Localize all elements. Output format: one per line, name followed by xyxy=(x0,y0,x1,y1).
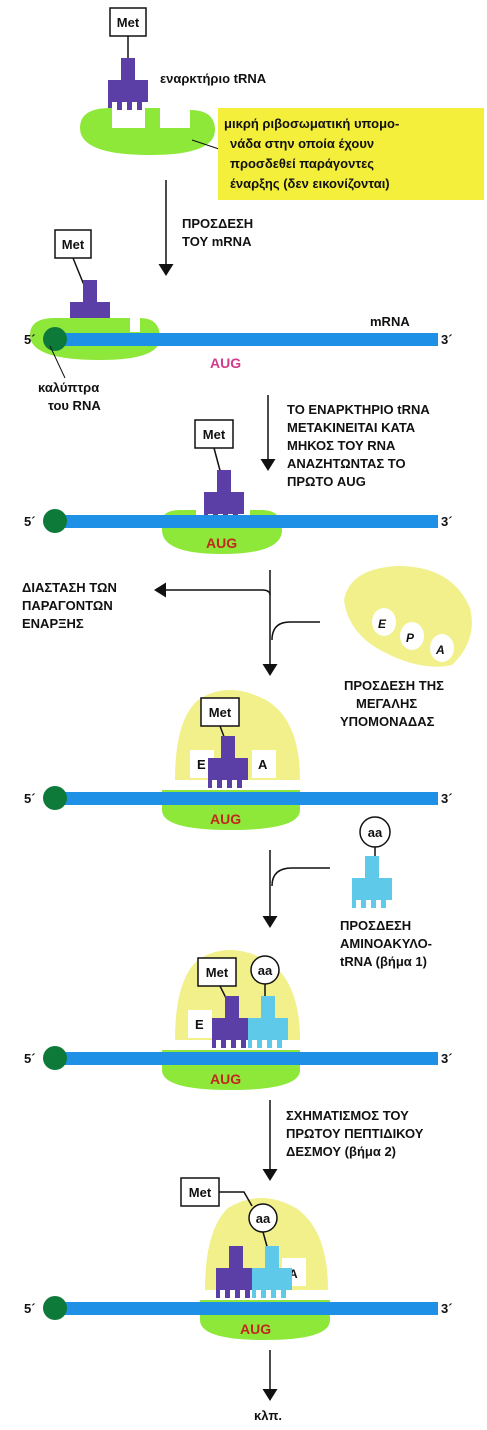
met-box xyxy=(54,229,92,259)
etc-label: κλπ. xyxy=(254,1408,282,1423)
rna-cap xyxy=(43,1296,67,1320)
step2-line-5: ΠΡΩΤΟ AUG xyxy=(287,474,366,489)
peptide-line-3: ΔΕΣΜΟΥ (βήμα 2) xyxy=(286,1144,396,1159)
three-prime-label: 3´ xyxy=(441,332,453,347)
note-line-4: έναρξης (δεν εικονίζονται) xyxy=(230,176,390,191)
aatrna-line-2: ΑΜΙΝΟΑΚΥΛΟ- xyxy=(340,936,432,951)
step2-line-3: ΜΗΚΟΣ ΤΟΥ RNA xyxy=(287,438,396,453)
note-line-2: νάδα στην οποία έχουν xyxy=(230,136,374,151)
aug-codon: AUG xyxy=(240,1321,271,1337)
met-label: Met xyxy=(117,15,140,30)
aa-label: aa xyxy=(258,963,273,978)
met-box xyxy=(180,1177,220,1207)
note-line-1: μικρή ριβοσωματική υπομο- xyxy=(224,116,399,131)
site-a-label: A xyxy=(258,757,268,772)
site-e-label: E xyxy=(378,617,387,631)
small-subunit xyxy=(80,108,215,155)
cap-line-1: καλύπτρα xyxy=(38,380,99,395)
initiator-trna xyxy=(204,470,244,522)
dissoc-line-1: ΔΙΑΣΤΑΣΗ ΤΩΝ xyxy=(22,580,117,595)
mrna-label: mRNA xyxy=(370,314,410,329)
aug-codon: AUG xyxy=(210,355,241,371)
dissoc-line-3: ΕΝΑΡΞΗΣ xyxy=(22,616,84,631)
aa-label: aa xyxy=(368,825,383,840)
step2-line-4: ΑΝΑΖΗΤΩΝΤΑΣ ΤΟ xyxy=(287,456,406,471)
stage-aminoacyl-trna-bound: E Met aa 5´ 3´ AUG xyxy=(24,950,453,1090)
site-a-label: A xyxy=(435,643,445,657)
aug-codon: AUG xyxy=(210,811,241,827)
site-e-label: E xyxy=(197,757,206,772)
aminoacyl-trna xyxy=(352,856,392,908)
stage-peptide-bond: A Met aa 5´ 3´ AUG xyxy=(24,1177,453,1340)
note-line-3: προσδεθεί παράγοντες xyxy=(230,156,374,171)
met-label: Met xyxy=(203,427,226,442)
aminoacyl-trna-join-arrow xyxy=(271,867,330,887)
five-prime-label: 5´ xyxy=(24,1051,36,1066)
site-p-label: P xyxy=(406,631,415,645)
large-line-3: ΥΠΟΜΟΝΑΔΑΣ xyxy=(340,714,435,729)
initiator-trna xyxy=(108,58,148,110)
five-prime-label: 5´ xyxy=(24,332,36,347)
three-prime-label: 3´ xyxy=(441,1301,453,1316)
three-prime-label: 3´ xyxy=(441,1051,453,1066)
dissociation-arrow xyxy=(154,582,271,598)
step2-line-1: ΤΟ ΕΝΑΡΚΤΗΡΙΟ tRNA xyxy=(287,402,430,417)
large-line-2: ΜΕΓΑΛΗΣ xyxy=(356,696,417,711)
mrna xyxy=(55,333,438,346)
aatrna-line-1: ΠΡΟΣΔΕΣΗ xyxy=(340,918,411,933)
peptide-line-1: ΣΧΗΜΑΤΙΣΜΟΣ ΤΟΥ xyxy=(286,1108,409,1123)
five-prime-label: 5´ xyxy=(24,791,36,806)
free-aminoacyl-trna: aa xyxy=(352,816,392,908)
large-subunit-join-arrow xyxy=(271,621,320,641)
dissoc-line-2: ΠΑΡΑΓΟΝΤΩΝ xyxy=(22,598,113,613)
met-box xyxy=(194,419,234,449)
met-label: Met xyxy=(189,1185,212,1200)
aug-codon: AUG xyxy=(210,1071,241,1087)
stage-mrna-binding: Met 5´ 3´ mRNA AUG καλύπτρα του RNA xyxy=(24,229,453,413)
mrna xyxy=(55,1302,438,1315)
rna-cap xyxy=(43,327,67,351)
note-box xyxy=(218,108,484,200)
large-line-1: ΠΡΟΣΔΕΣΗ ΤΗΣ xyxy=(344,678,444,693)
met-box xyxy=(197,957,237,987)
rna-cap xyxy=(43,1046,67,1070)
met-label: Met xyxy=(206,965,229,980)
mrna xyxy=(55,1052,438,1065)
peptide-line-2: ΠΡΩΤΟΥ ΠΕΠΤΙΔΙΚΟΥ xyxy=(286,1126,424,1141)
five-prime-label: 5´ xyxy=(24,1301,36,1316)
mrna xyxy=(55,515,438,528)
free-large-subunit: E P A xyxy=(344,566,472,667)
met-label: Met xyxy=(62,237,85,252)
mrna xyxy=(55,792,438,805)
step1-line-1: ΠΡΟΣΔΕΣΗ xyxy=(182,216,253,231)
stage-large-subunit-bound: E A Met 5´ 3´ AUG xyxy=(24,690,453,830)
cap-line-2: του RNA xyxy=(48,398,101,413)
five-prime-label: 5´ xyxy=(24,514,36,529)
step2-line-2: ΜΕΤΑΚΙΝΕΙΤΑΙ ΚΑΤΑ xyxy=(287,420,416,435)
three-prime-label: 3´ xyxy=(441,791,453,806)
rna-cap xyxy=(43,786,67,810)
stage-scanning: Met 5´ 3´ AUG xyxy=(24,419,453,554)
met-label: Met xyxy=(209,705,232,720)
initiator-trna-label: εναρκτήριο tRNA xyxy=(160,71,267,86)
step1-line-2: ΤΟΥ mRNA xyxy=(182,234,252,249)
site-a-label: A xyxy=(289,1267,298,1281)
site-e-label: E xyxy=(195,1017,204,1032)
aug-codon: AUG xyxy=(206,535,237,551)
rna-cap xyxy=(43,509,67,533)
aatrna-line-3: tRNA (βήμα 1) xyxy=(340,954,427,969)
stage-small-subunit: Met εναρκτήριο tRNA μικρή ριβοσωματική υ… xyxy=(80,7,484,200)
aa-label: aa xyxy=(256,1211,271,1226)
three-prime-label: 3´ xyxy=(441,514,453,529)
met-box xyxy=(200,697,240,727)
